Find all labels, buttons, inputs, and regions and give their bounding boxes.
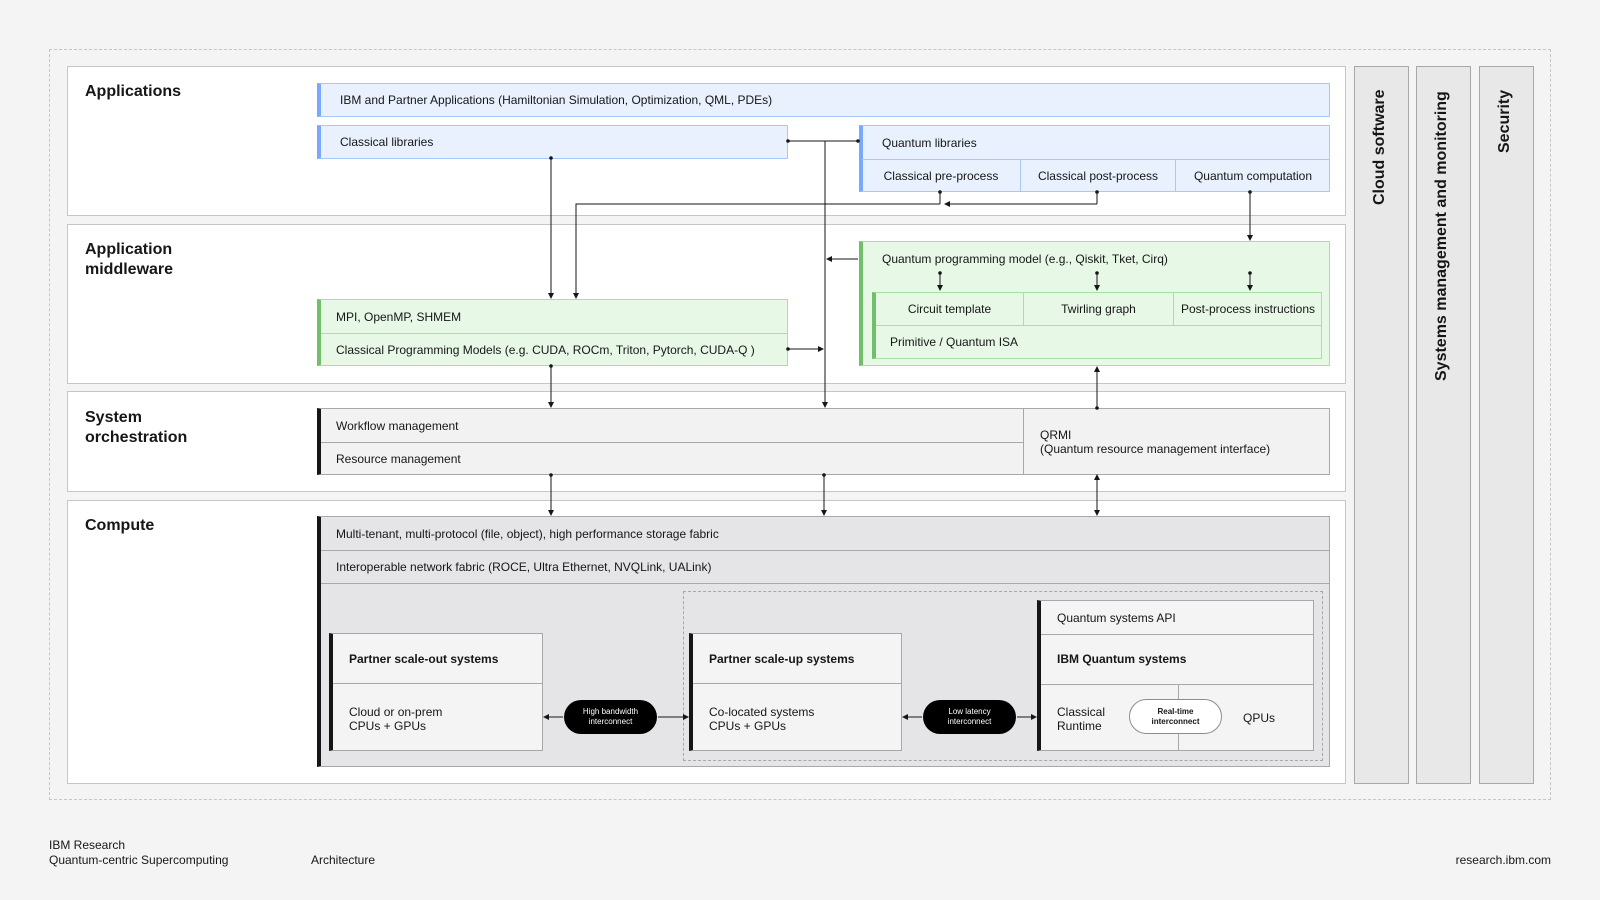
qrmi-box: QRMI (Quantum resource management interf… (1023, 408, 1331, 475)
footer-topic: Architecture (311, 853, 376, 867)
layer-title-compute: Compute (85, 517, 155, 534)
scaleout-line1: Cloud or on-prem (349, 705, 443, 719)
quantum-api-divider (1041, 634, 1314, 635)
scaleup-systems-box: Partner scale-up systems Co-located syst… (689, 633, 902, 751)
quantum-programming-model-box: Quantum programming model (e.g., Qiskit,… (859, 241, 1330, 366)
high-bandwidth-line2: interconnect (588, 717, 633, 726)
diagram-frame (49, 49, 1551, 800)
scaleout-systems-box: Partner scale-out systems Cloud or on-pr… (329, 633, 543, 751)
twirling-graph-cell: Twirling graph (1024, 293, 1174, 325)
realtime-line2: interconnect (1151, 716, 1200, 726)
cloud-software-column: Cloud software (1354, 66, 1409, 784)
ibm-quantum-divider (1041, 684, 1314, 685)
security-column: Security (1479, 66, 1534, 784)
classical-preprocess-cell: Classical pre-process (862, 160, 1021, 192)
quantum-libraries-label: Quantum libraries (882, 136, 977, 150)
classical-postprocess-cell: Classical post-process (1021, 160, 1176, 192)
scaleup-line2: CPUs + GPUs (709, 719, 787, 733)
ibm-quantum-systems-box: Quantum systems API IBM Quantum systems … (1037, 600, 1314, 751)
classical-runtime-line2: Runtime (1057, 719, 1102, 733)
systems-management-column: Systems management and monitoring (1416, 66, 1471, 784)
low-latency-interconnect-pill: Low latency interconnect (923, 700, 1016, 734)
scaleup-line1: Co-located systems (709, 705, 815, 719)
primitive-box: Circuit template Twirling graph Post-pro… (872, 292, 1322, 359)
classical-runtime-line1: Classical (1057, 705, 1106, 719)
realtime-line1: Real-time (1157, 706, 1194, 716)
scaleup-title: Partner scale-up systems (693, 634, 901, 684)
network-fabric-label: Interoperable network fabric (ROCE, Ultr… (336, 560, 712, 574)
colocated-region (683, 591, 1323, 761)
quantum-programming-model-label: Quantum programming model (e.g., Qiskit,… (882, 252, 1168, 266)
scaleout-title: Partner scale-out systems (333, 634, 542, 684)
workflow-divider (321, 442, 1023, 443)
realtime-interconnect-pill: Real-time interconnect (1129, 699, 1222, 734)
mpi-label: MPI, OpenMP, SHMEM (336, 310, 462, 324)
qpus-label: QPUs (1243, 711, 1276, 725)
quantum-libraries-row: Classical pre-process Classical post-pro… (862, 159, 1330, 192)
network-divider (321, 583, 1330, 584)
quantum-computation-cell: Quantum computation (1193, 169, 1313, 183)
workflow-management-label: Workflow management (336, 419, 459, 433)
footer-org: IBM Research Quantum-centric Supercomput… (49, 838, 228, 868)
storage-fabric-label: Multi-tenant, multi-protocol (file, obje… (336, 527, 719, 541)
qrmi-description: (Quantum resource management interface) (1040, 442, 1271, 456)
primitive-row: Circuit template Twirling graph Post-pro… (876, 293, 1322, 326)
resource-management-label: Resource management (336, 452, 461, 466)
classical-programming-models-label: Classical Programming Models (e.g. CUDA,… (336, 343, 755, 357)
quantum-api-label: Quantum systems API (1057, 611, 1176, 625)
classical-libraries-box: Classical libraries (317, 125, 788, 159)
postprocess-instructions-cell: Post-process instructions (1180, 302, 1316, 316)
orchestration-box: Workflow management Resource management … (317, 408, 1330, 475)
layer-title-orchestration: System orchestration (85, 409, 188, 446)
storage-divider (321, 550, 1330, 551)
primitive-isa-label: Primitive / Quantum ISA (890, 335, 1019, 349)
partner-applications-box: IBM and Partner Applications (Hamiltonia… (317, 83, 1330, 117)
qrmi-label: QRMI (1040, 428, 1072, 442)
low-latency-line2: interconnect (947, 717, 992, 726)
layer-title-applications: Applications (85, 83, 182, 100)
ibm-quantum-title: IBM Quantum systems (1057, 652, 1187, 666)
quantum-libraries-box: Quantum libraries Classical pre-process … (859, 125, 1330, 192)
low-latency-line1: Low latency (948, 707, 991, 716)
footer-program: Quantum-centric Supercomputing (49, 853, 229, 867)
layer-title-middleware: Application middleware (85, 241, 174, 278)
footer-org-name: IBM Research (49, 838, 126, 852)
scaleout-line2: CPUs + GPUs (349, 719, 427, 733)
circuit-template-cell: Circuit template (876, 293, 1024, 325)
high-bandwidth-interconnect-pill: High bandwidth interconnect (564, 700, 657, 734)
footer-url[interactable]: research.ibm.com (1455, 853, 1551, 867)
high-bandwidth-line1: High bandwidth (582, 707, 639, 716)
preprocess-to-mpi-arrow (573, 203, 940, 299)
classical-programming-divider (321, 333, 788, 334)
